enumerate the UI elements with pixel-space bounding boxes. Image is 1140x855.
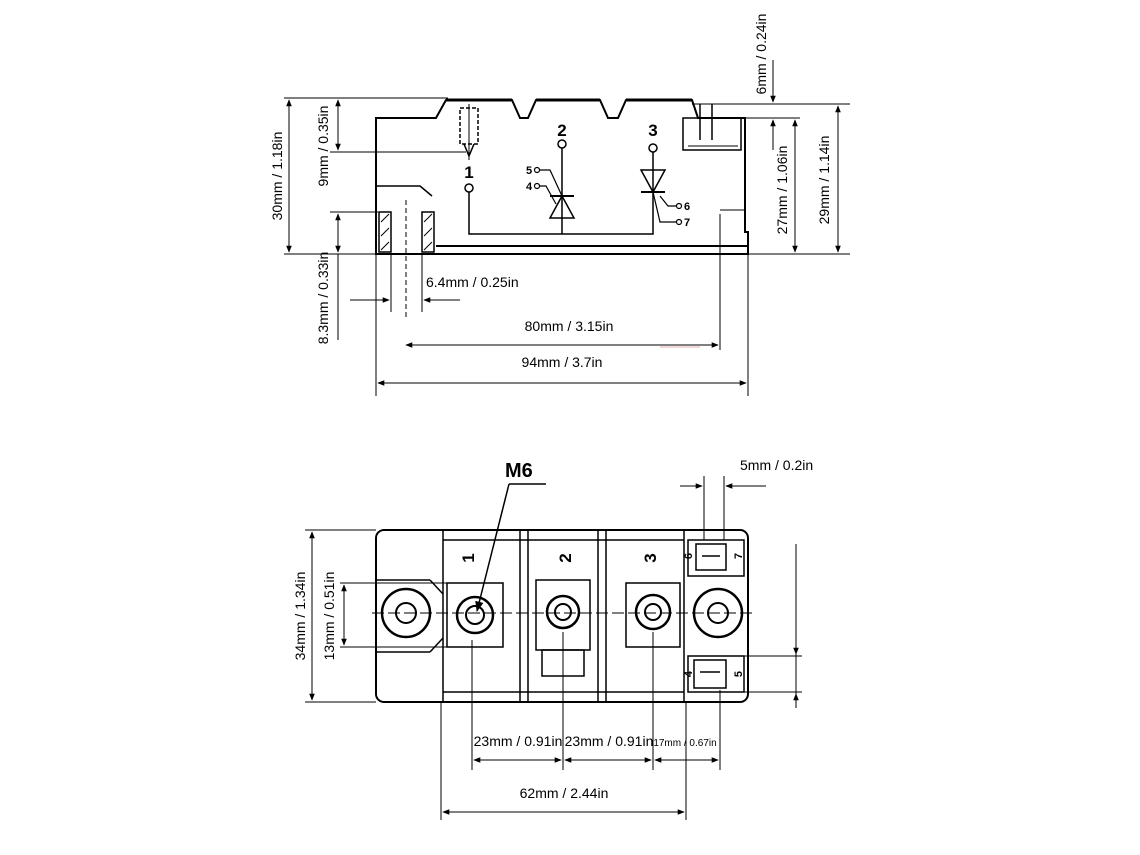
dim-hole-width: 6.4mm / 0.25in <box>426 274 519 290</box>
dim-body-height: 27mm / 1.06in <box>774 146 790 235</box>
top-extension-lines <box>305 476 802 820</box>
top-dimension-lines <box>309 483 799 815</box>
dim-height-right: 29mm / 1.14in <box>816 136 832 225</box>
dim-length: 94mm / 3.7in <box>522 354 603 370</box>
dim-base-to-hole: 8.3mm / 0.33in <box>315 252 331 345</box>
screw-size-label: M6 <box>505 460 533 482</box>
terminal-1-node <box>464 183 474 193</box>
dim-aux-offset: 17mm / 0.67in <box>653 738 716 749</box>
side-dimension-lines <box>286 60 841 386</box>
top-terminal-1 <box>446 582 504 648</box>
top-body-outline <box>375 529 749 703</box>
top-aux-label-6: 6 <box>683 553 695 559</box>
top-terminal-label-3: 3 <box>641 553 660 562</box>
thyristor-symbol <box>548 194 576 219</box>
dim-terminal-span: 62mm / 2.44in <box>520 785 609 801</box>
top-terminal-label-1: 1 <box>459 553 478 562</box>
side-aux-label-7: 7 <box>684 217 690 229</box>
dim-aux-width: 5mm / 0.2in <box>740 457 813 473</box>
side-terminal-1-screw <box>459 104 479 160</box>
terminal-3-node <box>648 143 658 153</box>
thyristor-symbol-2 <box>639 169 667 194</box>
side-terminal-label-3: 3 <box>648 121 657 140</box>
dim-pitch-2-3: 23mm / 0.91in <box>565 733 654 749</box>
side-terminal-label-1: 1 <box>464 163 473 182</box>
top-aux-label-5: 5 <box>733 671 745 677</box>
top-aux-label-4: 4 <box>683 670 695 677</box>
side-extension-lines <box>284 97 850 396</box>
dim-mount-pitch: 80mm / 3.15in <box>525 318 614 334</box>
dim-terminal-height: 9mm / 0.35in <box>315 106 331 187</box>
dim-height-total: 30mm / 1.18in <box>269 132 285 221</box>
top-view: 1 2 3 6 7 5 4 M6 <box>292 457 813 820</box>
top-terminal-label-2: 2 <box>556 553 575 562</box>
side-aux-label-4: 4 <box>526 181 533 193</box>
dim-pitch-1-2: 23mm / 0.91in <box>474 733 563 749</box>
side-terminal-label-2: 2 <box>557 121 566 140</box>
terminal-2-node <box>557 139 567 149</box>
side-view: 1 2 3 5 4 6 7 <box>269 14 850 396</box>
side-mount-hole-section <box>376 185 435 320</box>
top-aux-connector-upper <box>687 539 745 577</box>
dim-width: 34mm / 1.34in <box>292 572 308 661</box>
side-circuit-schematic <box>464 139 683 235</box>
side-aux-pin-section <box>682 104 745 211</box>
top-aux-connector-lower <box>687 655 745 693</box>
side-aux-label-5: 5 <box>526 165 532 177</box>
side-aux-label-6: 6 <box>684 201 690 213</box>
top-partitions <box>376 530 685 702</box>
top-aux-label-7: 7 <box>733 553 745 559</box>
dim-aux-pin: 6mm / 0.24in <box>753 14 769 95</box>
dim-terminal-width: 13mm / 0.51in <box>321 572 337 661</box>
